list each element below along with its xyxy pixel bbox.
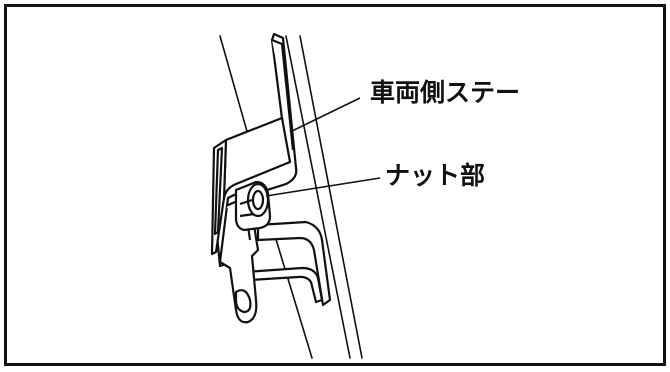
panel-edge-line	[274, 235, 313, 359]
panel-edge-line	[285, 35, 351, 359]
nut-label: ナット部	[385, 161, 486, 190]
vehicle-stay-label: 車両側ステー	[370, 78, 521, 107]
panel-edge-line	[299, 35, 363, 359]
nut-leader	[265, 177, 381, 197]
lower-bracket	[243, 220, 332, 307]
nut-assembly	[234, 180, 272, 232]
panel-edge-line	[219, 35, 251, 143]
vehicle-stay-leader	[289, 97, 361, 133]
